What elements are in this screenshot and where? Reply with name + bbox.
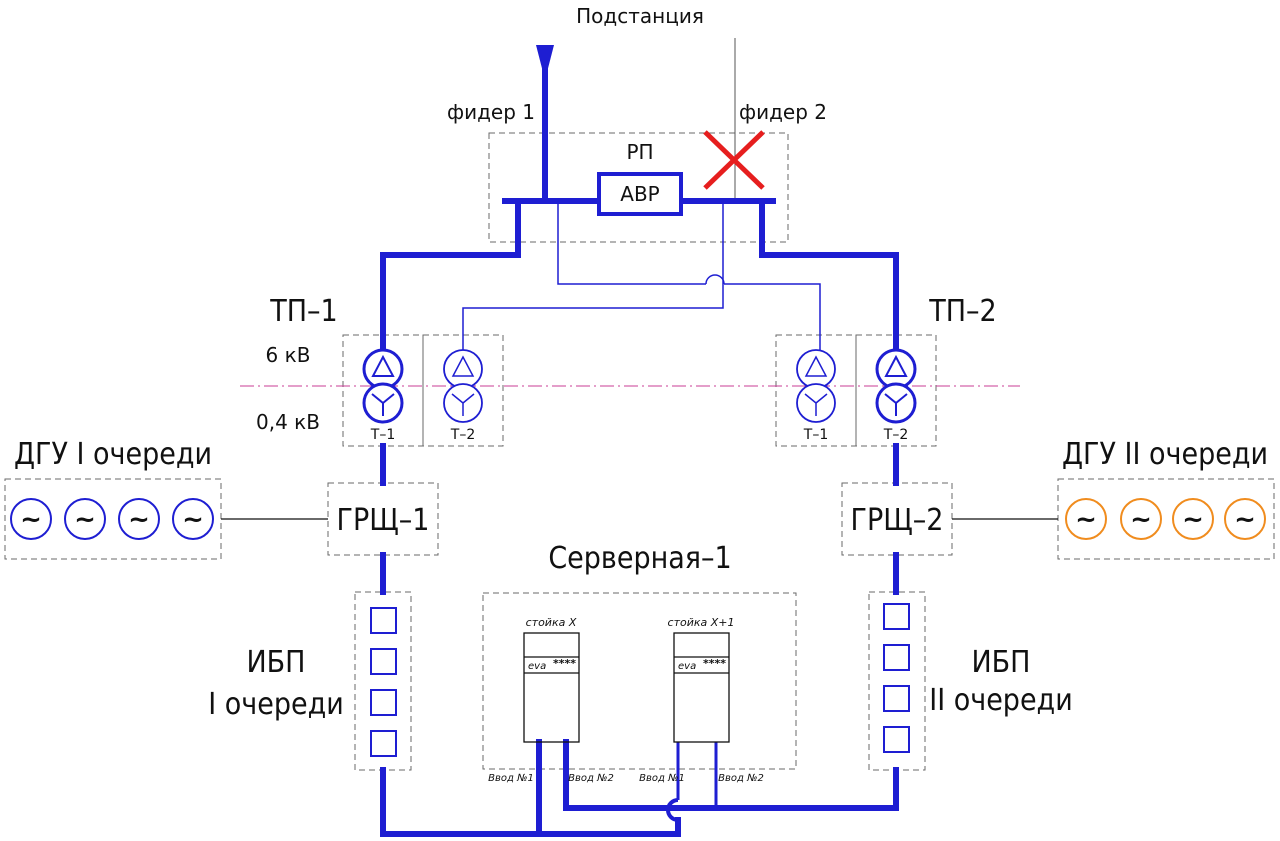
bus-ups1-to-racks xyxy=(380,767,681,837)
dgu2-generator-2-icon xyxy=(1120,498,1162,540)
dgu2-gen-1-symbol: ~ xyxy=(1075,505,1097,535)
rack-x1-brand: eva xyxy=(678,661,696,672)
feeder2-label: фидер 2 xyxy=(739,100,827,124)
ups1-label-line2: I очереди xyxy=(208,687,344,722)
tp1-t2-transformer-icon xyxy=(443,349,483,423)
dgu1-generator-4-icon xyxy=(172,498,214,540)
rack-x xyxy=(523,632,580,743)
tp1-t2-label: Т–2 xyxy=(450,427,475,443)
dgu2-gen-4-symbol: ~ xyxy=(1234,505,1256,535)
tp2-t1-enclosure xyxy=(775,334,857,447)
ups1-module-2 xyxy=(370,648,397,675)
ups2-module-2 xyxy=(883,644,910,671)
feeder2-fault-cross-b xyxy=(703,130,765,190)
rack-x1-input1-label: Ввод №1 xyxy=(639,773,685,784)
dgu2-gen-2-symbol: ~ xyxy=(1130,505,1152,535)
dgu2-generator-3-icon xyxy=(1172,498,1214,540)
rp-label: РП xyxy=(626,140,653,164)
tp2-t2-transformer-icon xyxy=(875,348,917,424)
reserve-line-hop xyxy=(705,274,725,285)
rack-x-input1-label: Ввод №1 xyxy=(488,773,534,784)
rack-x-label: стойка Х xyxy=(526,616,577,629)
avr-label: АВР xyxy=(620,182,659,206)
grsh2-label: ГРЩ–2 xyxy=(851,503,944,538)
grsh1-label: ГРЩ–1 xyxy=(337,503,430,538)
feeder1-label: фидер 1 xyxy=(447,100,535,124)
tp1-t1-transformer-icon xyxy=(362,348,404,424)
dgu2-generator-4-icon xyxy=(1224,498,1266,540)
rack-x1-label: стойка Х+1 xyxy=(668,616,735,629)
bus-ups2-to-racks xyxy=(563,739,899,811)
rack-x-stars: **** xyxy=(553,657,576,670)
ups1-module-4 xyxy=(370,730,397,757)
rack-x1-stars: **** xyxy=(703,657,726,670)
rack-x1 xyxy=(673,632,730,743)
server-room-enclosure xyxy=(482,592,797,770)
dgu2-gen-3-symbol: ~ xyxy=(1182,505,1204,535)
feeder1-arrow xyxy=(536,45,554,80)
voltage-high-label: 6 кВ xyxy=(266,343,311,367)
reserve-line-right-end xyxy=(724,283,821,350)
ups1-module-3 xyxy=(370,689,397,716)
dgu1-generator-3-icon xyxy=(118,498,160,540)
bus-left-to-tp1 xyxy=(380,198,521,353)
reserve-line-right-to-tp1 xyxy=(462,203,724,350)
dgu1-gen-2-symbol: ~ xyxy=(74,505,96,535)
dgu1-gen-3-symbol: ~ xyxy=(128,505,150,535)
tp2-t1-transformer-icon xyxy=(796,349,836,423)
dgu1-gen-4-symbol: ~ xyxy=(182,505,204,535)
dgu1-generator-2-icon xyxy=(64,498,106,540)
ups1-module-1 xyxy=(370,607,397,634)
ups2-module-1 xyxy=(883,603,910,630)
rack-x-brand: eva xyxy=(528,661,546,672)
tp2-t1-label: Т–1 xyxy=(803,427,828,443)
ups2-module-3 xyxy=(883,685,910,712)
tp2-label: ТП–2 xyxy=(928,294,996,329)
tp1-label: ТП–1 xyxy=(269,294,337,329)
ups2-module-4 xyxy=(883,726,910,753)
rp-enclosure xyxy=(488,132,789,243)
dgu2-generator-1-icon xyxy=(1065,498,1107,540)
reserve-line-left-to-tp2 xyxy=(557,203,706,285)
dgu1-generator-1-icon xyxy=(10,498,52,540)
dgu2-label: ДГУ II очереди xyxy=(1062,437,1268,472)
avr-block xyxy=(597,172,683,216)
tp1-t1-label: Т–1 xyxy=(370,427,395,443)
ups2-label-line2: II очереди xyxy=(929,683,1073,718)
dgu1-gen-1-symbol: ~ xyxy=(20,505,42,535)
server-room-label: Серверная–1 xyxy=(548,541,731,576)
ups1-label-line1: ИБП xyxy=(246,645,305,680)
dgu1-label: ДГУ I очереди xyxy=(14,437,212,472)
rack-x1-input2-label: Ввод №2 xyxy=(718,773,764,784)
substation-label: Подстанция xyxy=(576,4,704,28)
rack-x-input2-label: Ввод №2 xyxy=(568,773,614,784)
voltage-low-label: 0,4 кВ xyxy=(256,410,320,434)
tp2-t2-label: Т–2 xyxy=(883,427,908,443)
bus-right-to-tp2 xyxy=(759,198,899,353)
ups2-label-line1: ИБП xyxy=(971,645,1030,680)
